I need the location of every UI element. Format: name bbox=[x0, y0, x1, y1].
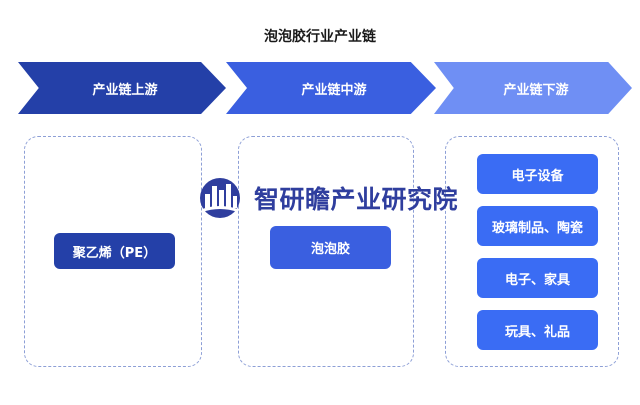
upstream-label: 产业链上游 bbox=[92, 82, 158, 98]
downstream-node-glass-ceramics: 玻璃制品、陶瓷 bbox=[477, 206, 598, 246]
downstream-node-electronics: 电子设备 bbox=[477, 154, 598, 194]
upstream-panel bbox=[24, 136, 202, 367]
midstream-label: 产业链中游 bbox=[301, 82, 367, 98]
watermark-text: 智研瞻产业研究院 bbox=[254, 185, 459, 214]
downstream-node-electronics-furniture: 电子、家具 bbox=[477, 258, 598, 298]
building-logo-icon bbox=[200, 178, 240, 218]
midstream-panel bbox=[238, 136, 414, 367]
downstream-label: 产业链下游 bbox=[503, 82, 569, 98]
upstream-arrow: 产业链上游 bbox=[18, 62, 226, 114]
diagram-title: 泡泡胶行业产业链 bbox=[264, 29, 376, 45]
upstream-node-pe: 聚乙烯（PE） bbox=[54, 233, 175, 269]
downstream-panel bbox=[445, 136, 619, 367]
downstream-arrow: 产业链下游 bbox=[434, 62, 632, 114]
midstream-arrow: 产业链中游 bbox=[226, 62, 436, 114]
downstream-node-toys-gifts: 玩具、礼品 bbox=[477, 310, 598, 350]
watermark: 智研瞻产业研究院 bbox=[194, 176, 458, 220]
midstream-node-putty: 泡泡胶 bbox=[270, 226, 391, 269]
